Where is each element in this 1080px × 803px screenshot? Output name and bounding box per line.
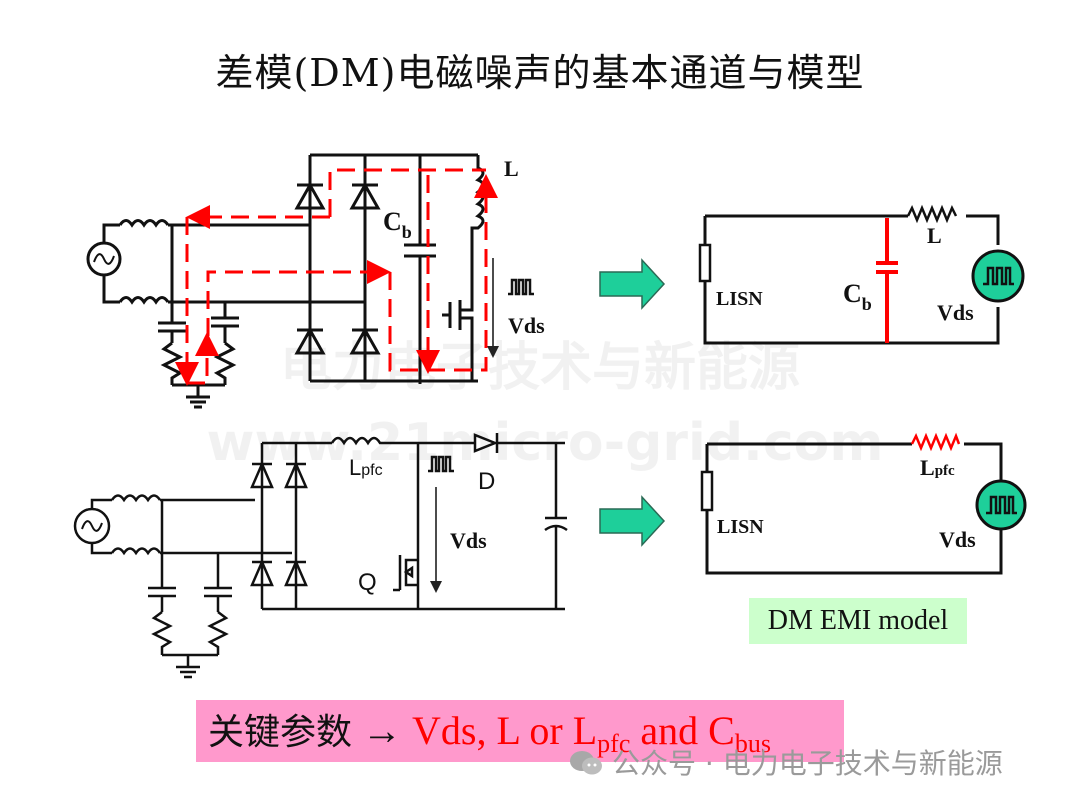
model-inductor-label: L <box>927 223 942 248</box>
bottom-inductor-label: Lpfc <box>349 455 383 480</box>
model-vds-label: Vds <box>937 300 974 325</box>
bottom-vds-label: Vds <box>450 528 487 553</box>
pulse-icon <box>428 455 454 473</box>
mosfet-icon <box>393 555 418 592</box>
lisn-label: LISN <box>716 288 763 310</box>
input-inductor-top-icon <box>118 219 170 228</box>
wechat-icon <box>570 751 602 775</box>
input-inductor-bottom-icon <box>118 296 170 305</box>
output-diode-label: D <box>478 468 495 495</box>
lisn-resistor-icon <box>698 243 712 283</box>
model-inductor-icon <box>906 204 958 224</box>
model-caption: DM EMI model <box>749 598 967 644</box>
lisn-resistor-icon <box>700 470 714 512</box>
model-cap-label: Cb <box>843 279 872 314</box>
model-pfc-inductor-icon <box>910 432 961 452</box>
bulk-cap-icon <box>404 155 436 384</box>
top-inductor-label: L <box>504 156 519 181</box>
footer-watermark: 公众号 · 电力电子技术与新能源 <box>568 742 1003 782</box>
y-cap-right-icon <box>204 553 232 612</box>
bridge-diode-2-icon <box>284 460 308 489</box>
bridge-diode-1-icon <box>250 460 274 489</box>
pfc-inductor-icon <box>330 436 475 446</box>
key-parameters-banner: 关键参数 → Vds, L or Lpfc and Cbus <box>196 700 844 762</box>
watermark-cn: 电力电子技术与新能源 <box>280 338 800 398</box>
y-cap-left-icon <box>158 302 186 343</box>
top-cap-label: Cb <box>383 207 412 242</box>
footer-watermark-text: 公众号 · 电力电子技术与新能源 <box>612 747 1003 780</box>
input-inductor-bottom-icon <box>110 547 162 556</box>
y-cap-left-icon <box>148 553 176 612</box>
pulse-icon <box>508 278 534 296</box>
output-diode-icon <box>473 433 565 453</box>
bottom-dm-model <box>700 432 1027 575</box>
bottom-circuit <box>73 433 568 679</box>
resistor-right-icon <box>207 611 229 655</box>
output-cap-icon <box>544 443 568 609</box>
input-inductor-top-icon <box>110 494 162 503</box>
top-dm-model <box>698 204 1025 345</box>
arrow-right-icon: → <box>362 708 403 753</box>
model-pfc-inductor-label: Lpfc <box>920 455 955 480</box>
sine-icon <box>93 253 115 265</box>
boost-inductor-icon <box>470 155 485 300</box>
model-cap-icon <box>876 218 898 343</box>
key-params-values: Vds, L or Lpfc and Cbus <box>412 708 771 758</box>
resistor-left-icon <box>151 611 173 655</box>
bridge-diode-4-icon <box>284 558 308 587</box>
ground-icon <box>172 383 225 409</box>
bridge-diode-3-icon <box>250 558 274 587</box>
key-params-prefix: 关键参数 <box>208 712 353 753</box>
resistor-left-icon <box>160 341 184 385</box>
bridge-diode-1-icon <box>294 181 326 210</box>
bridge-diode-2-icon <box>349 181 381 210</box>
bridge-diode-3-icon <box>294 326 326 355</box>
y-cap-right-icon <box>211 302 239 343</box>
bridge-diode-4-icon <box>349 326 381 355</box>
sine-icon <box>81 520 103 532</box>
mosfet-label: Q <box>358 569 377 596</box>
dm-noise-path <box>187 168 498 386</box>
model-vds-label: Vds <box>939 527 976 552</box>
convert-arrow-top-icon <box>599 258 666 310</box>
lisn-label: LISN <box>717 516 764 538</box>
convert-arrow-bottom-icon <box>599 495 666 547</box>
mosfet-icon <box>442 290 474 381</box>
top-vds-label: Vds <box>508 313 545 338</box>
ground-icon <box>162 653 218 679</box>
resistor-right-icon <box>213 341 237 385</box>
page-title: 差模(DM)电磁噪声的基本通道与模型 <box>215 51 865 95</box>
